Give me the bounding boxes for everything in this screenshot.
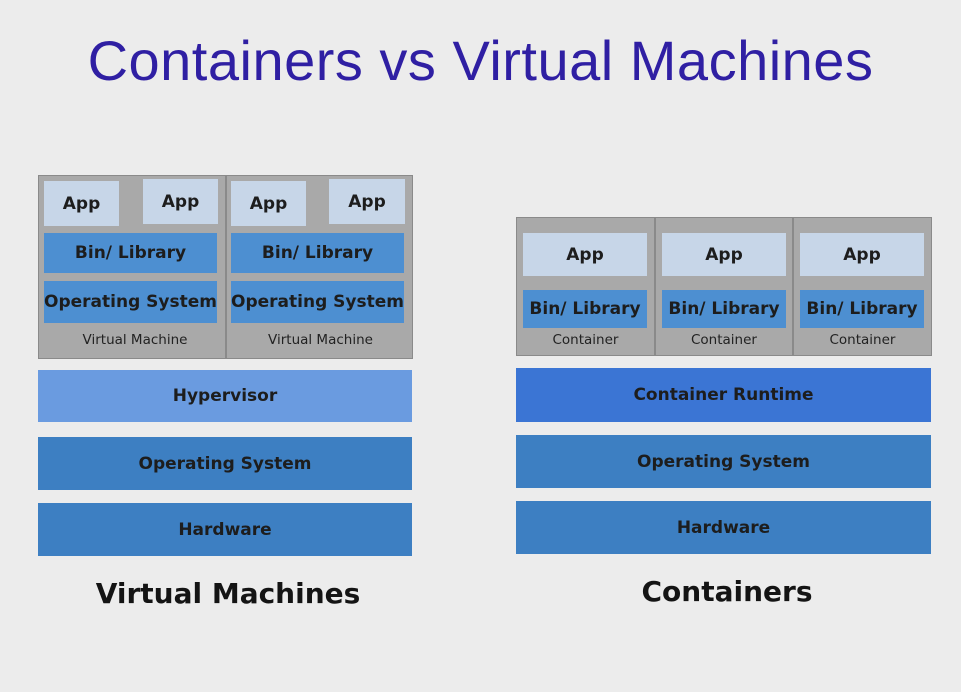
vm1-operating-system: Operating System (44, 281, 217, 323)
vm1-label: Virtual Machine (82, 332, 188, 348)
page-title: Containers vs Virtual Machines (87, 29, 874, 92)
vm1-bin-library: Bin/ Library (44, 233, 217, 273)
container3-app: App (800, 233, 924, 276)
container2-bin-library: Bin/ Library (662, 290, 786, 328)
vm2-bin-library: Bin/ Library (231, 233, 404, 273)
containers-caption: Containers (641, 575, 813, 608)
vm-caption: Virtual Machines (95, 577, 361, 610)
container-runtime-layer: Container Runtime (516, 368, 931, 422)
container3-label: Container (829, 332, 896, 348)
vm1-app-1: App (44, 181, 119, 226)
vm-host-os-layer: Operating System (38, 437, 412, 490)
vm1-app-2: App (143, 179, 218, 224)
container1-app: App (523, 233, 647, 276)
vm2-app-2: App (329, 179, 405, 224)
vm2-operating-system: Operating System (231, 281, 404, 323)
container2-label: Container (691, 332, 757, 348)
container-divider-2 (792, 218, 794, 355)
containers-host-os-layer: Operating System (516, 435, 931, 488)
vm-divider (225, 176, 227, 358)
container2-app: App (662, 233, 786, 276)
container3-bin-library: Bin/ Library (800, 290, 924, 328)
container1-label: Container (552, 332, 619, 348)
containers-hardware-layer: Hardware (516, 501, 931, 554)
container1-bin-library: Bin/ Library (523, 290, 647, 328)
vm2-label: Virtual Machine (268, 332, 373, 348)
vm-hardware-layer: Hardware (38, 503, 412, 556)
container-divider-1 (654, 218, 656, 355)
vm2-app-1: App (231, 181, 306, 226)
hypervisor-layer: Hypervisor (38, 370, 412, 422)
